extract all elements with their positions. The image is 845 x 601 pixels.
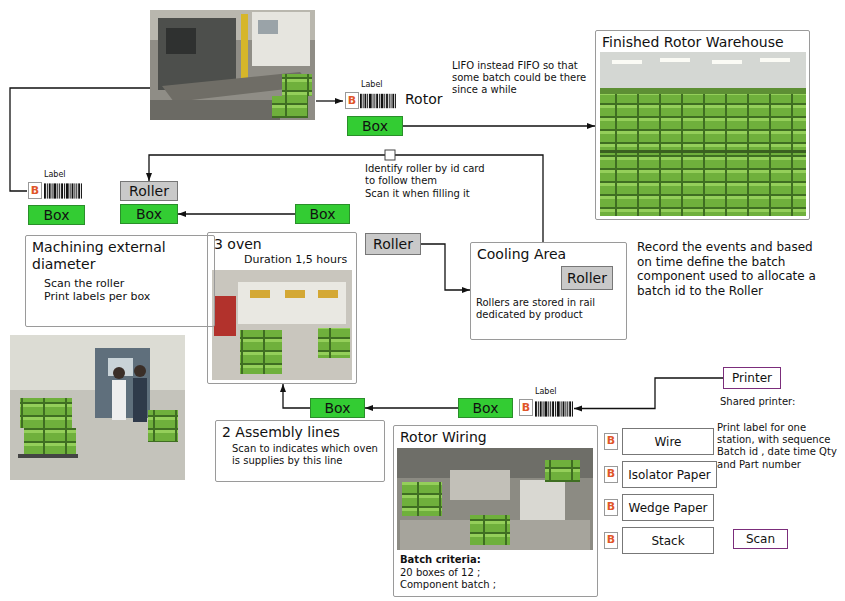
flow-arrow [178,213,295,214]
node-title: Finished Rotor Warehouse [602,34,803,51]
tag-caption: Label [361,81,383,89]
node-label: Box [324,400,350,416]
flow-arrow [574,378,723,409]
machine-photo [150,10,315,120]
crate-box: Box [28,205,85,225]
component-cell: Isolator Paper [622,461,717,488]
node-label: Roller [373,236,413,252]
warehouse-photo [600,52,806,216]
component-cell: Wedge Paper [622,494,714,521]
node-label: Box [309,206,335,222]
station-box: Machining external diameterScan the roll… [25,235,215,327]
warehouse-box: Finished Rotor Warehouse [595,30,810,220]
node-label: Roller [129,183,169,199]
tag-caption: Label [44,171,66,179]
note-text: Identify roller by id card to follow the… [365,163,491,187]
component-cell: Wire [622,428,714,455]
barcode-label: LabelB [28,182,83,200]
device-box: Scan [733,529,788,549]
roller-tag: Roller [120,181,178,201]
barcode-label: LabelB [519,399,574,418]
node-text: Print labels per box [44,290,208,303]
node-label: Wire [655,435,682,449]
batch-mark: B [604,499,618,516]
node-title: Machining external diameter [32,239,208,273]
node-text: Rollers are stored in rail dedicated by … [476,297,621,321]
crate-box: Box [295,204,350,224]
batch-mark: B [345,92,359,109]
area-box: Cooling AreaRollers are stored in rail d… [470,242,627,340]
crate-box: Box [310,398,365,418]
roller-tag: Roller [561,266,613,290]
note-text: Shared printer: [720,396,795,408]
batch-mark: B [28,182,42,199]
node-text: Scan to indicates which oven is supplies… [232,443,378,467]
oven-photo [212,270,352,380]
crate-box: Box [458,398,513,418]
node-label: Wedge Paper [629,501,708,515]
node-title: Cooling Area [477,246,620,263]
flow-arrow [149,155,543,242]
node-title: 2 Assembly lines [222,424,378,441]
station-box: Rotor WiringBatch criteria:20 boxes of 1… [393,425,598,597]
node-label: Scan [746,532,775,546]
flow-line [316,100,343,101]
node-label: Box [136,206,162,222]
crate-box: Box [347,116,403,136]
note-text: Scan it when filling it [365,188,470,200]
note-text: LIFO instead FIFO so that some batch cou… [452,60,592,97]
node-label: Roller [567,270,607,286]
node-label: Box [362,118,388,134]
node-label: Printer [732,371,772,385]
note-text: Rotor [405,91,442,108]
machining-photo [10,335,185,480]
node-text: Duration 1,5 hours [244,253,350,266]
flow-arrow [365,407,458,408]
crate-box: Box [120,204,178,224]
barcode [44,183,82,198]
node-text: Scan the roller [44,277,208,290]
barcode [360,94,396,108]
roller-tag: Roller [365,233,421,255]
flow-arrow [421,244,470,290]
note-text: Print label for one station, with sequen… [717,422,842,471]
node-label: Box [472,400,498,416]
station-box: 2 Assembly linesScan to indicates which … [215,420,385,482]
batch-mark: B [604,433,618,450]
batch-mark: B [604,532,618,549]
tag-caption: Label [535,388,557,396]
node-label: Stack [651,534,684,548]
batch-mark: B [519,399,533,416]
note-text: Record the events and based on time defi… [637,240,829,299]
node-text: Batch criteria: [400,554,481,566]
node-label: Box [43,207,69,223]
flow-arrow [403,125,595,126]
node-text: 20 boxes of 12 ; Component batch ; [400,567,512,591]
flow-line [10,88,150,191]
barcode-label: LabelB [345,92,400,110]
node-label: Isolator Paper [628,468,711,482]
node-title: Rotor Wiring [400,429,591,446]
barcode [535,401,573,416]
node-title: 3 oven [214,236,350,253]
flow-arrow [283,384,310,408]
id-card-symbol [385,150,395,160]
station-box: 3 ovenDuration 1,5 hours [207,232,357,384]
component-cell: Stack [622,527,714,554]
device-box: Printer [723,367,781,389]
wiring-photo [397,448,593,550]
batch-mark: B [604,466,618,483]
